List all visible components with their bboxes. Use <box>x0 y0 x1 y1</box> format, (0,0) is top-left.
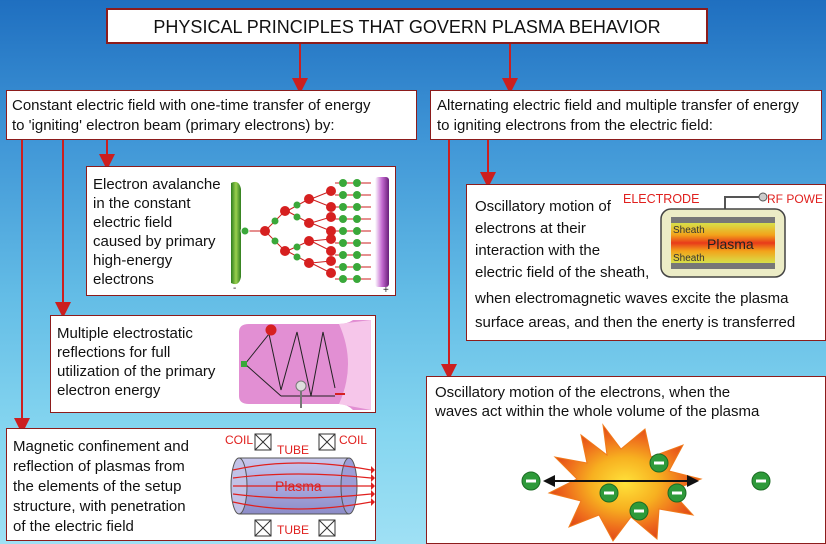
rf-power-label: RF POWER <box>767 192 823 206</box>
avalanche-line-2: in the constant <box>93 195 191 212</box>
anode-plate <box>375 177 389 287</box>
reflections-illustration <box>239 320 371 410</box>
magnetic-illustration: COIL COIL TUBE TUBE <box>225 433 375 537</box>
sheath-line-4: electric field of the sheath, <box>475 264 650 281</box>
tube-top-label: TUBE <box>277 443 309 457</box>
cathode-plate <box>231 181 241 285</box>
electrode-label: ELECTRODE <box>623 192 699 206</box>
magnetic-plasma-label: Plasma <box>275 478 322 494</box>
primary-electron <box>265 324 277 336</box>
reflections-box: Multiple electrostatic reflections for f… <box>50 315 376 413</box>
magnetic-line-2: reflection of plasmas from <box>13 458 185 475</box>
right-header-box: Alternating electric field and multiple … <box>430 90 822 140</box>
tube-bottom-label: TUBE <box>277 523 309 537</box>
magnetic-line-5: of the electric field <box>13 518 134 535</box>
reflections-line-1: Multiple electrostatic <box>57 325 193 342</box>
coil-left-label: COIL <box>225 433 253 447</box>
main-title-box: PHYSICAL PRINCIPLES THAT GOVERN PLASMA B… <box>106 8 708 44</box>
sheath-bottom-label: Sheath <box>673 253 705 264</box>
avalanche-line-6: electrons <box>93 271 154 288</box>
avalanche-line-1: Electron avalanche <box>93 176 221 193</box>
avalanche-particles <box>240 179 361 283</box>
magnetic-line-4: structure, with penetration <box>13 498 186 515</box>
page-title: PHYSICAL PRINCIPLES THAT GOVERN PLASMA B… <box>153 17 661 37</box>
avalanche-box: Electron avalanche in the constant elect… <box>86 166 396 296</box>
volume-line-2: waves act within the whole volume of the… <box>435 403 760 420</box>
sheath-box: Oscillatory motion of electrons at their… <box>466 184 826 341</box>
left-header-box: Constant electric field with one-time tr… <box>6 90 417 140</box>
sheath-line-6: surface areas, and then the enerty is tr… <box>475 314 796 331</box>
coil-right-label: COIL <box>339 433 367 447</box>
sheath-line-2: electrons at their <box>475 220 586 237</box>
sheath-line-3: interaction with the <box>475 242 601 259</box>
sheath-plasma-label: Plasma <box>707 236 754 252</box>
avalanche-line-3: electric field <box>93 214 173 231</box>
sheath-line-1: Oscillatory motion of <box>475 198 611 215</box>
volume-electrons <box>521 453 771 521</box>
volume-illustration <box>521 423 771 542</box>
avalanche-line-4: caused by primary <box>93 233 216 250</box>
volume-line-1: Oscillatory motion of the electrons, whe… <box>435 384 731 401</box>
right-header-line1: Alternating electric field and multiple … <box>437 97 799 114</box>
volume-box: Oscillatory motion of the electrons, whe… <box>426 376 826 544</box>
left-header-line2: to 'igniting' electron beam (primary ele… <box>12 117 335 134</box>
plasma-burst <box>547 423 703 542</box>
cathode-minus: - <box>233 283 236 294</box>
reflections-line-2: reflections for full <box>57 344 171 361</box>
magnetic-box: Magnetic confinement and reflection of p… <box>6 428 376 541</box>
right-header-line2: to igniting electrons from the electric … <box>437 117 713 134</box>
avalanche-illustration: - + <box>231 177 389 295</box>
left-header-line1: Constant electric field with one-time tr… <box>12 97 371 114</box>
sheath-illustration: ELECTRODE RF POWER Sheath Sheath Plasma <box>623 192 823 278</box>
anode-plus: + <box>383 285 389 295</box>
reflections-line-3: utilization of the primary <box>57 363 216 380</box>
sheath-line-5: when electromagnetic waves excite the pl… <box>475 290 789 307</box>
sheath-top-label: Sheath <box>673 225 705 236</box>
magnetic-line-3: the elements of the setup <box>13 478 182 495</box>
magnetic-line-1: Magnetic confinement and <box>13 438 189 455</box>
reflections-line-4: electron energy <box>57 382 161 399</box>
avalanche-line-5: high-energy <box>93 252 173 269</box>
